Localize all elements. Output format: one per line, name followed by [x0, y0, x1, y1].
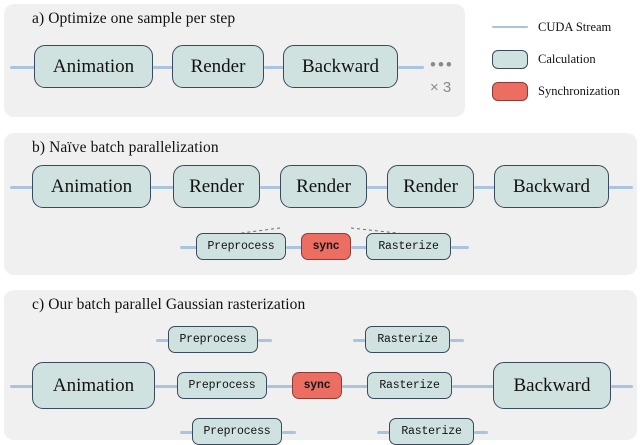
stream-line: [151, 186, 175, 189]
stream-line: [282, 431, 296, 434]
stream-line: [10, 186, 34, 189]
panel-c-title: c) Our batch parallel Gaussian rasteriza…: [32, 296, 306, 313]
legend-label-synchronization: Synchronization: [538, 83, 620, 98]
stream-line: [377, 431, 391, 434]
process-box-render[interactable]: Render: [173, 165, 260, 208]
stream-line: [10, 66, 36, 69]
stream-line: [180, 246, 198, 249]
repeat-count-label: × 3: [430, 79, 452, 96]
stream-line: [367, 186, 389, 189]
legend-label-calculation: Calculation: [538, 51, 596, 66]
stream-line: [474, 431, 488, 434]
stream-line: [156, 339, 170, 342]
stream-line: [267, 385, 294, 388]
panel-a-title: a) Optimize one sample per step: [32, 10, 236, 27]
process-box-animation[interactable]: Animation: [32, 165, 151, 208]
legend-label-cuda-stream: CUDA Stream: [538, 19, 612, 34]
panel-a: a) Optimize one sample per step Animatio…: [4, 4, 465, 117]
process-box-backward[interactable]: Backward: [494, 165, 609, 208]
detail-box-rasterize[interactable]: Rasterize: [366, 233, 451, 260]
process-box-render[interactable]: Render: [387, 165, 474, 208]
stream-line: [155, 385, 179, 388]
process-box-animation[interactable]: Animation: [32, 362, 155, 409]
stream-line: [10, 385, 34, 388]
stream-line: [180, 431, 194, 434]
panel-b-title: b) Naïve batch parallelization: [32, 139, 219, 156]
stream-line: [153, 66, 174, 69]
stream-line: [452, 385, 496, 388]
parallel-box-rasterize-bottom[interactable]: Rasterize: [389, 418, 474, 445]
legend: CUDA Stream Calculation Synchronization: [470, 4, 644, 124]
legend-item-cuda-stream: CUDA Stream: [492, 16, 611, 38]
stream-line: [611, 385, 633, 388]
panel-b: b) Naïve batch parallelization Animation…: [4, 133, 637, 275]
stream-line: [353, 339, 367, 342]
stream-line: [286, 246, 303, 249]
legend-item-synchronization: Synchronization: [492, 80, 620, 102]
process-box-animation[interactable]: Animation: [34, 45, 153, 88]
process-box-backward[interactable]: Backward: [283, 45, 398, 88]
stream-line: [398, 66, 424, 69]
parallel-box-sync[interactable]: sync: [292, 372, 342, 399]
detail-box-sync[interactable]: sync: [301, 233, 351, 260]
repeat-dots: •••: [430, 55, 454, 74]
stream-line: [342, 385, 369, 388]
process-box-render[interactable]: Render: [280, 165, 367, 208]
calculation-swatch-icon: [492, 49, 528, 69]
stream-line: [450, 339, 464, 342]
stream-line: [258, 339, 272, 342]
parallel-box-preprocess-top[interactable]: Preprocess: [168, 326, 258, 353]
synchronization-swatch-icon: [492, 81, 528, 101]
stream-line: [609, 186, 633, 189]
panel-c: c) Our batch parallel Gaussian rasteriza…: [4, 290, 637, 445]
stream-line: [451, 246, 469, 249]
parallel-box-preprocess-mid[interactable]: Preprocess: [177, 372, 267, 399]
parallel-box-rasterize-mid[interactable]: Rasterize: [367, 372, 452, 399]
stream-line: [260, 186, 282, 189]
parallel-box-rasterize-top[interactable]: Rasterize: [365, 326, 450, 353]
stream-line: [351, 246, 368, 249]
process-box-render[interactable]: Render: [172, 45, 264, 88]
legend-item-calculation: Calculation: [492, 48, 596, 70]
cuda-stream-line-icon: [492, 25, 528, 29]
process-box-backward[interactable]: Backward: [493, 362, 611, 409]
stream-line: [474, 186, 496, 189]
detail-box-preprocess[interactable]: Preprocess: [196, 233, 286, 260]
parallel-box-preprocess-bottom[interactable]: Preprocess: [192, 418, 282, 445]
stream-line: [264, 66, 285, 69]
